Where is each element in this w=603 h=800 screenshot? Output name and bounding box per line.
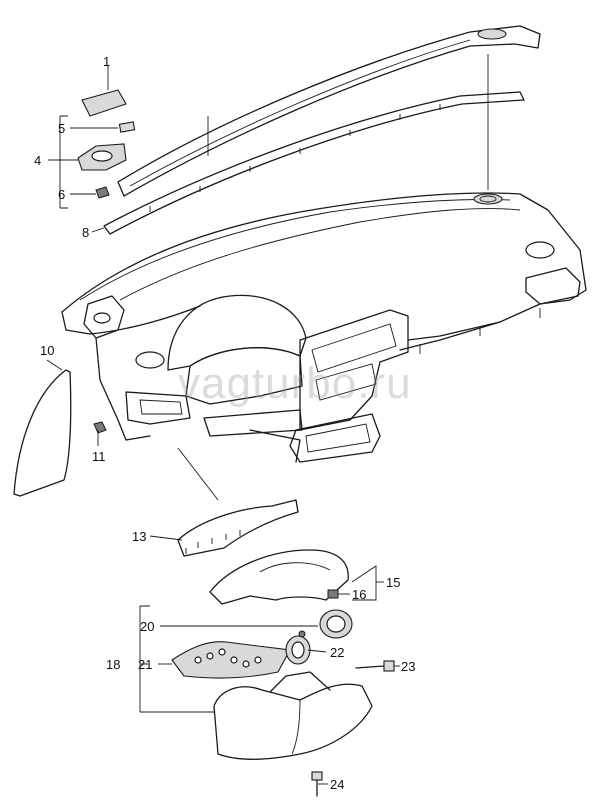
part-21-panel (171, 641, 291, 679)
part-11-clip (93, 421, 107, 434)
lower-trim-strip (103, 91, 525, 235)
part-20-ring (319, 609, 353, 639)
callout-20: 20 (140, 619, 154, 634)
callout-11: 11 (92, 449, 106, 464)
callout-10: 10 (40, 343, 54, 358)
part-15-shroud (209, 549, 349, 605)
callout-16: 16 (352, 587, 366, 602)
part-23-screw (355, 660, 395, 672)
watermark-text: vagturbo.ru (178, 359, 412, 408)
callout-6: 6 (58, 187, 65, 202)
lower-column-cover (213, 671, 373, 760)
callout-13: 13 (132, 529, 146, 544)
part-16-clip (327, 589, 339, 599)
callout-21: 21 (138, 657, 152, 672)
dashboard-panel (61, 192, 587, 463)
callout-4: 4 (34, 153, 41, 168)
part-5-clip (118, 121, 136, 133)
part-22-ring (285, 630, 311, 665)
part-10-side-cover (13, 369, 72, 497)
part-13-trim (177, 499, 299, 557)
callout-18: 18 (106, 657, 120, 672)
assembly-leader (177, 447, 219, 501)
part-6-clip (95, 186, 110, 199)
part-4-grille (77, 143, 127, 171)
leader-lines (46, 54, 489, 785)
callout-5: 5 (58, 121, 65, 136)
callout-8: 8 (82, 225, 89, 240)
callout-23: 23 (401, 659, 415, 674)
upper-trim-strip (117, 25, 541, 197)
callout-22: 22 (330, 645, 344, 660)
part-1-cover (81, 89, 127, 117)
callout-15: 15 (386, 575, 400, 590)
callout-24: 24 (330, 777, 344, 792)
callout-1: 1 (103, 54, 110, 69)
part-24-screw (311, 771, 323, 797)
